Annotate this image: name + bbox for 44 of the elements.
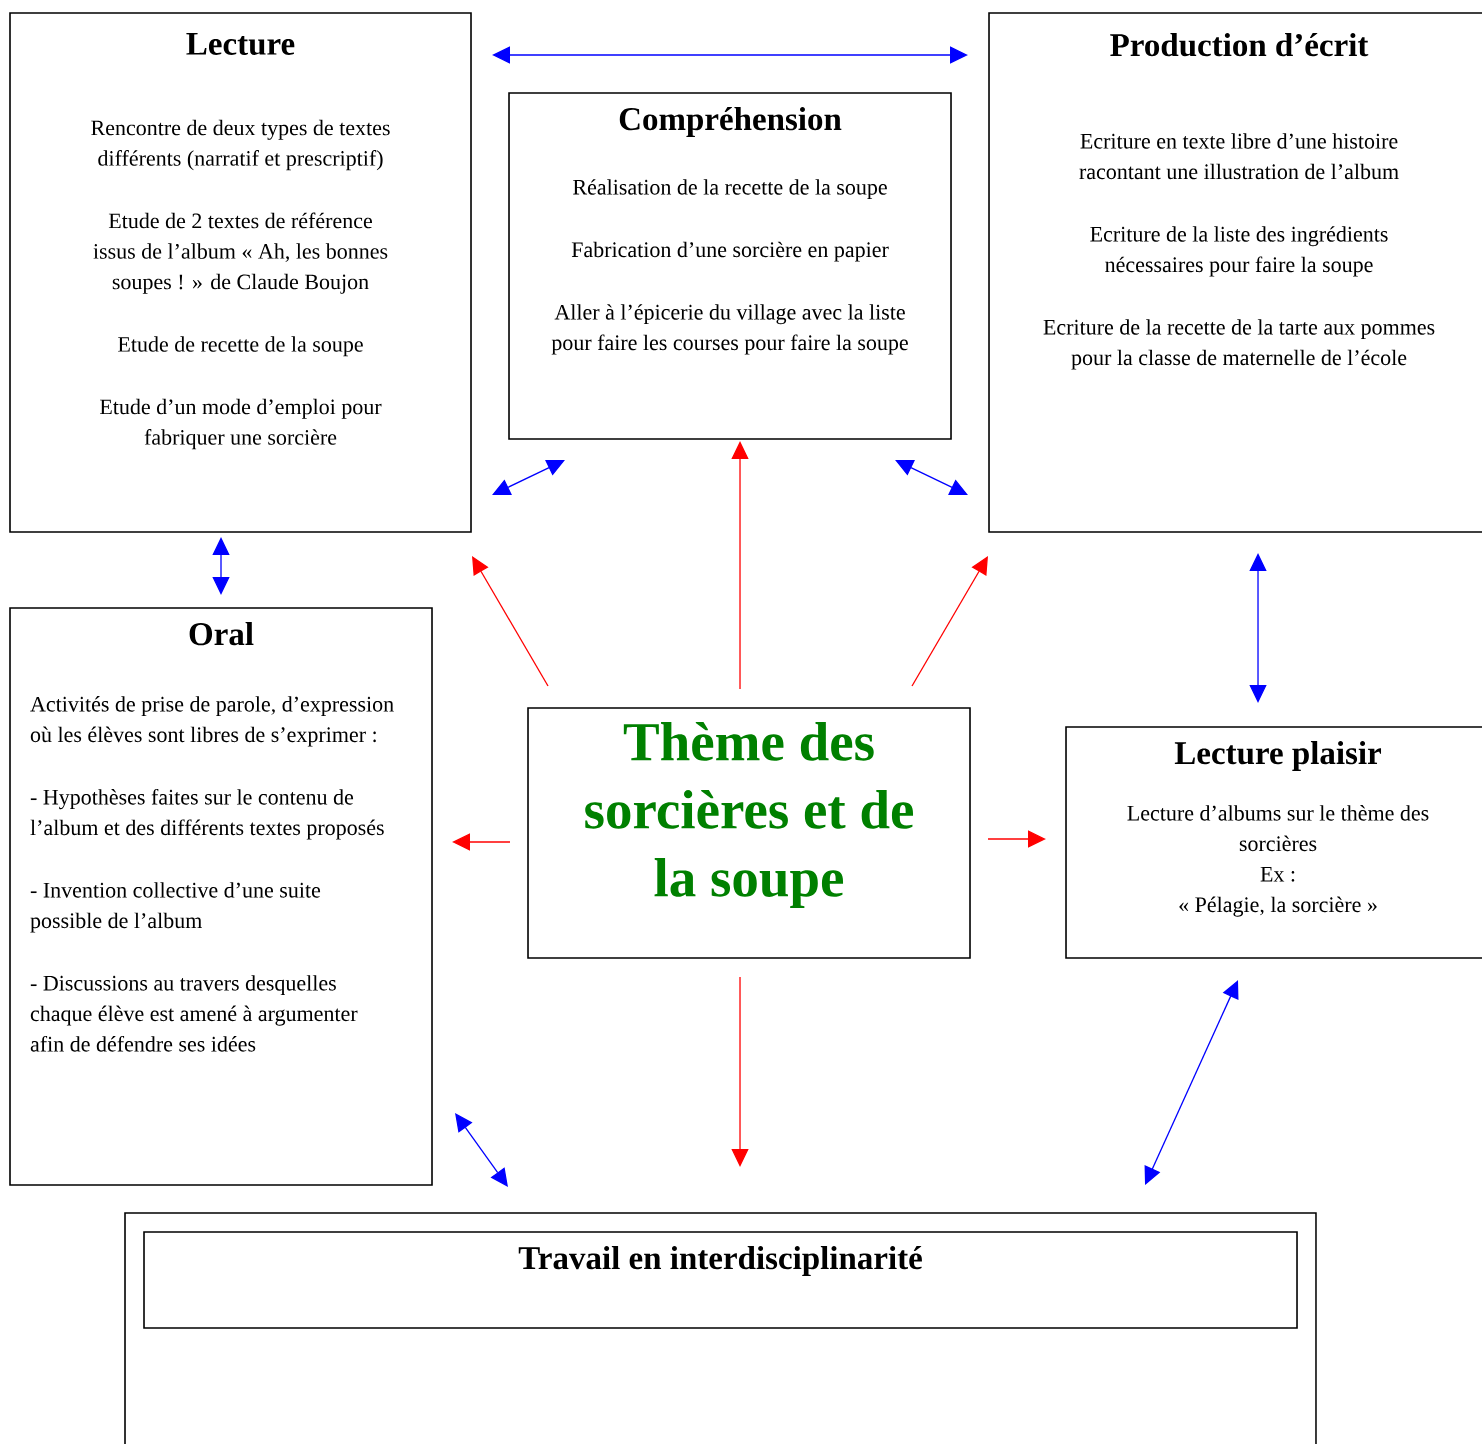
box-text: Lecture d’albums sur le thème des sorcières xyxy=(1127,805,1429,852)
text-box xyxy=(143,1231,1298,1329)
arrow xyxy=(455,1113,508,1187)
arrow xyxy=(492,459,565,496)
text-box xyxy=(988,12,1482,533)
text-box xyxy=(1065,726,1482,959)
box-title: Travail en interdisciplinarité xyxy=(518,1246,922,1276)
box-text: Rencontre de deux types de textes différents (narratif et prescriptif) xyxy=(91,119,390,171)
text-box xyxy=(527,707,971,959)
box-text: Ecriture de la recette de la tarte aux pommes pour la classe de maternelle de l’école xyxy=(1043,319,1435,370)
arrow xyxy=(1144,980,1239,1185)
text-box xyxy=(9,12,472,533)
box-text: - Discussions au travers desquelles chaque élève est amené à argumenter afin de défendre ses idées xyxy=(30,975,358,1052)
arrow xyxy=(987,830,1046,848)
box-text: Ecriture en texte libre d’une histoire racontant une illustration de l’album xyxy=(1079,133,1399,180)
box-text: Etude de recette de la soupe xyxy=(118,336,363,357)
frame-box xyxy=(124,1212,1317,1444)
box-text: Fabrication d’une sorcière en papier xyxy=(571,241,889,262)
box-text: - Hypothèses faites sur le contenu de l’album et des différents textes proposés xyxy=(30,788,384,840)
arrow xyxy=(492,46,968,64)
box-text: Aller à l’épicerie du village avec la liste pour faire les courses pour faire la soupe xyxy=(551,304,908,355)
box-text: Etude d’un mode d’emploi pour fabriquer une sorcière xyxy=(100,398,382,450)
arrow xyxy=(1249,553,1267,703)
box-title: Lecture plaisir xyxy=(1174,741,1381,771)
box-text: Activités de prise de parole, d’expression où les élèves sont libres de s’exprimer : xyxy=(30,696,394,747)
box-text: Ecriture de la liste des ingrédients nécessaires pour faire la soupe xyxy=(1090,226,1388,277)
text-box xyxy=(508,92,952,440)
arrow xyxy=(212,537,230,595)
theme-title: Thème des sorcières et de la soupe xyxy=(585,722,913,908)
arrow xyxy=(472,556,549,687)
box-text: Réalisation de la recette de la soupe xyxy=(573,179,887,200)
arrow xyxy=(911,556,988,687)
text-box xyxy=(9,607,433,1186)
box-title: Oral xyxy=(189,622,254,646)
box-text: Ex : xyxy=(1260,867,1295,882)
box-text: Etude de 2 textes de référence issus de l’album « Ah, les bonnes soupes ! » de Claude Boujon xyxy=(93,212,388,294)
arrow xyxy=(731,441,749,690)
box-title: Compréhension xyxy=(619,107,842,137)
arrow xyxy=(731,976,749,1167)
box-title: Lecture xyxy=(186,33,295,55)
arrow xyxy=(452,833,511,851)
box-title: Production d’écrit xyxy=(1110,33,1369,57)
box-text: - Invention collective d’une suite possible de l’album xyxy=(30,882,321,933)
box-text: « Pélagie, la sorcière » xyxy=(1179,896,1377,917)
